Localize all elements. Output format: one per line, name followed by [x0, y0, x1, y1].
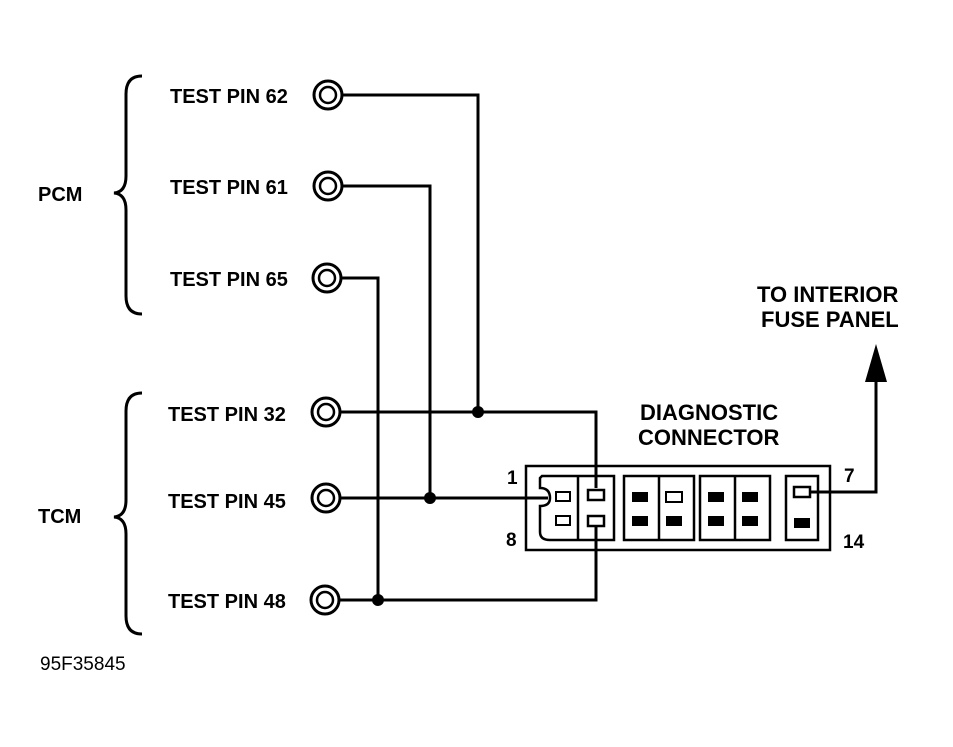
pcm-brace	[113, 74, 143, 316]
test-pin-45-terminal	[310, 482, 342, 514]
test-pin-62-terminal	[312, 79, 344, 111]
connector-pin-8-label: 8	[506, 530, 517, 551]
test-pin-65-terminal	[311, 262, 343, 294]
pcm-label: PCM	[38, 184, 82, 206]
diagnostic-connector	[524, 464, 832, 552]
wire-pin-65	[341, 276, 380, 600]
wire-pin-61	[342, 184, 432, 498]
test-pin-45-label: TEST PIN 45	[168, 491, 286, 513]
figure-id: 95F35845	[40, 654, 126, 675]
wire-to-fuse-panel	[808, 375, 878, 494]
test-pin-48-label: TEST PIN 48	[168, 591, 286, 613]
wire-pin-62	[342, 93, 480, 412]
tcm-brace	[113, 391, 143, 636]
test-pin-32-label: TEST PIN 32	[168, 404, 286, 426]
splice-61-45	[424, 492, 436, 504]
fuse-panel-label-line1: TO INTERIOR	[757, 282, 898, 307]
connector-pin-7-label: 7	[844, 466, 855, 487]
connector-pin-14-label: 14	[843, 532, 865, 553]
test-pin-65-label: TEST PIN 65	[170, 269, 288, 291]
wire-pin-32	[340, 410, 598, 488]
tcm-label: TCM	[38, 506, 81, 528]
test-pin-48-terminal	[309, 584, 341, 616]
splice-65-48	[372, 594, 384, 606]
splice-62-32	[472, 406, 484, 418]
connector-title-line2: CONNECTOR	[638, 425, 779, 450]
test-pin-61-terminal	[312, 170, 344, 202]
test-pin-32-terminal	[310, 396, 342, 428]
test-pin-61-label: TEST PIN 61	[170, 177, 288, 199]
test-pin-62-label: TEST PIN 62	[170, 86, 288, 108]
connector-pin-1-label: 1	[507, 468, 518, 489]
fuse-panel-label-line2: FUSE PANEL	[761, 307, 899, 332]
connector-title-line1: DIAGNOSTIC	[640, 400, 778, 425]
arrow-up-icon	[865, 344, 887, 382]
